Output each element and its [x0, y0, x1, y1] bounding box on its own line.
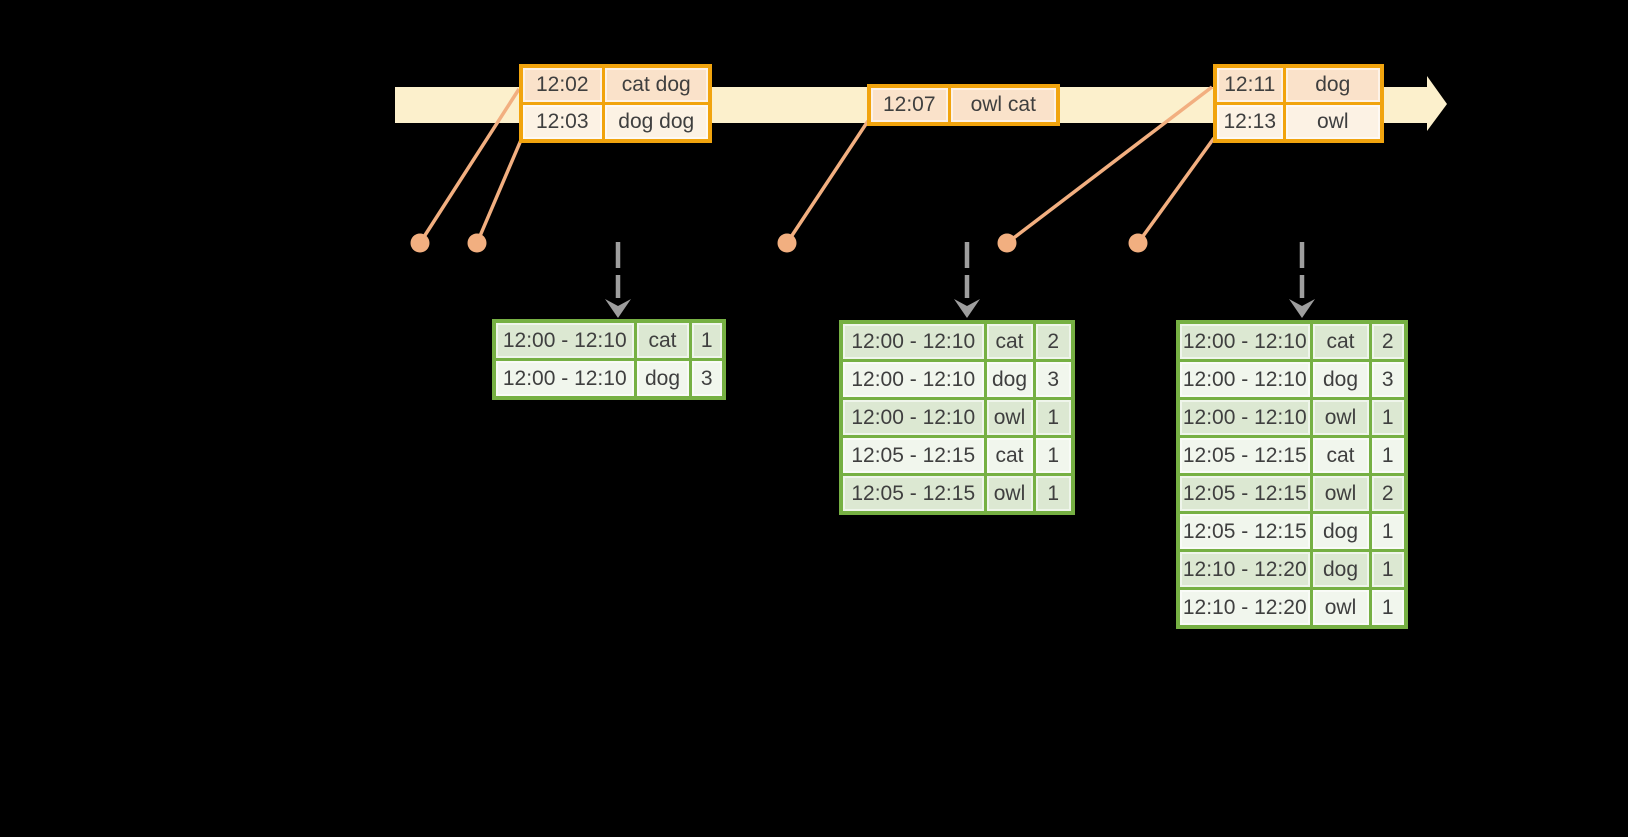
count-cell: 1	[1368, 397, 1408, 438]
event-dot	[997, 233, 1017, 253]
window-cell: 12:05 - 12:15	[839, 435, 987, 476]
count-cell: 2	[1368, 473, 1408, 514]
event-words-cell: dog	[1282, 64, 1384, 105]
word-cell: owl	[983, 473, 1036, 515]
event-time-cell: 12:11	[1213, 64, 1286, 105]
connector-line	[1136, 136, 1216, 245]
window-cell: 12:00 - 12:10	[1176, 320, 1313, 362]
event-words-cell: owl cat	[947, 84, 1060, 126]
event-time-cell: 12:02	[519, 64, 605, 105]
connector-line	[1005, 85, 1214, 245]
word-cell: cat	[1309, 435, 1372, 476]
word-cell: owl	[983, 397, 1036, 438]
connector-line	[785, 120, 870, 244]
word-cell: owl	[1309, 587, 1372, 629]
event-time-cell: 12:13	[1213, 102, 1286, 143]
count-cell: 1	[1368, 511, 1408, 552]
event-words-cell: owl	[1282, 102, 1384, 143]
word-cell: cat	[633, 319, 692, 361]
window-cell: 12:10 - 12:20	[1176, 587, 1313, 629]
trigger-arrow-icon	[954, 242, 980, 318]
window-cell: 12:05 - 12:15	[1176, 435, 1313, 476]
word-cell: cat	[983, 435, 1036, 476]
window-cell: 12:05 - 12:15	[1176, 473, 1313, 514]
count-cell: 1	[1368, 435, 1408, 476]
connector-line	[418, 88, 521, 244]
window-cell: 12:00 - 12:10	[839, 320, 987, 362]
window-cell: 12:00 - 12:10	[839, 359, 987, 400]
window-cell: 12:00 - 12:10	[492, 358, 637, 400]
word-cell: dog	[1309, 359, 1372, 400]
window-cell: 12:00 - 12:10	[1176, 397, 1313, 438]
window-cell: 12:00 - 12:10	[839, 397, 987, 438]
word-cell: owl	[1309, 473, 1372, 514]
word-cell: dog	[633, 358, 692, 400]
word-cell: owl	[1309, 397, 1372, 438]
event-time-cell: 12:07	[867, 84, 951, 126]
count-cell: 1	[1032, 473, 1075, 515]
event-time-cell: 12:03	[519, 102, 605, 143]
event-dot	[777, 233, 797, 253]
trigger-arrow-icon	[605, 242, 631, 318]
count-cell: 1	[1032, 435, 1075, 476]
count-cell: 3	[688, 358, 726, 400]
event-dot	[410, 233, 430, 253]
count-cell: 1	[1368, 587, 1408, 629]
event-dot	[1128, 233, 1148, 253]
count-cell: 1	[1368, 549, 1408, 590]
word-cell: dog	[1309, 511, 1372, 552]
count-cell: 3	[1368, 359, 1408, 400]
count-cell: 1	[1032, 397, 1075, 438]
window-cell: 12:00 - 12:10	[1176, 359, 1313, 400]
count-cell: 2	[1368, 320, 1408, 362]
word-cell: cat	[1309, 320, 1372, 362]
event-words-cell: dog dog	[601, 102, 712, 143]
trigger-arrow-icon	[1289, 242, 1315, 318]
window-cell: 12:05 - 12:15	[1176, 511, 1313, 552]
window-cell: 12:05 - 12:15	[839, 473, 987, 515]
event-words-cell: cat dog	[601, 64, 712, 105]
count-cell: 2	[1032, 320, 1075, 362]
word-cell: dog	[983, 359, 1036, 400]
connector-line	[475, 139, 523, 244]
word-cell: cat	[983, 320, 1036, 362]
count-cell: 3	[1032, 359, 1075, 400]
window-cell: 12:10 - 12:20	[1176, 549, 1313, 590]
window-cell: 12:00 - 12:10	[492, 319, 637, 361]
timeline-arrowhead-icon	[1427, 76, 1447, 131]
word-cell: dog	[1309, 549, 1372, 590]
event-dot	[467, 233, 487, 253]
count-cell: 1	[688, 319, 726, 361]
